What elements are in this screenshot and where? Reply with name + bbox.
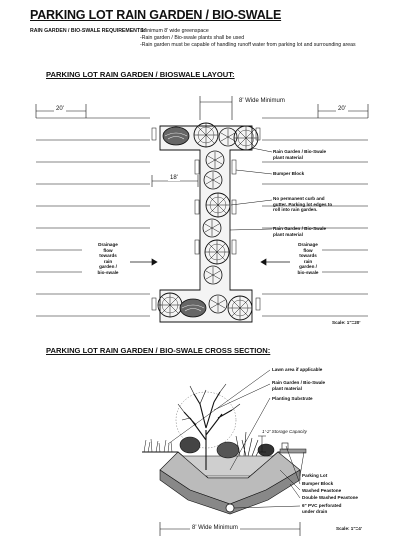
dim-bottom-label: 8' Wide Minimum bbox=[190, 525, 240, 531]
requirement-item: -Rain garden must be capable of handling… bbox=[140, 41, 356, 48]
callout-parking-lot: Parking Lot bbox=[302, 473, 328, 478]
dimension-8ft-top bbox=[199, 96, 233, 120]
callout-washed-peastone: Washed Peastone bbox=[302, 488, 342, 493]
callout-section-plant-material: Rain Garden / Bio-Swale plant material bbox=[272, 380, 326, 391]
callout-lawn: Lawn area if applicable bbox=[272, 367, 323, 372]
callout-plant-material-mid: Rain Garden / Bio-Swale plant material bbox=[273, 226, 327, 237]
section-leaders bbox=[167, 369, 305, 509]
drainage-arrow-right bbox=[260, 258, 290, 266]
callout-double-washed-peastone: Double Washed Peastone bbox=[302, 495, 358, 500]
lawn-grass bbox=[143, 438, 173, 453]
callout-underdrain: 6" PVC perforated under drain bbox=[302, 503, 342, 514]
layout-scale: Scale: 1"=20' bbox=[332, 320, 361, 325]
dim-stall-label: 18' bbox=[168, 175, 180, 181]
callout-storage-capacity: 1'-2' Storage Capacity bbox=[262, 429, 307, 434]
page-title: PARKING LOT RAIN GARDEN / BIO-SWALE bbox=[30, 8, 282, 22]
parking-lot-slab bbox=[279, 448, 307, 454]
drainage-note-right: Drainage flow towards rain garden / bio-… bbox=[297, 242, 319, 275]
callout-planting-substrate: Planting Substrate bbox=[272, 396, 313, 401]
requirements-list: -Minimum 8' wide greenspace -Rain garden… bbox=[140, 28, 356, 48]
callout-bumper-block: Bumper Block bbox=[273, 171, 305, 176]
storage-capacity-bracket bbox=[258, 435, 266, 453]
bioswale-outline bbox=[159, 125, 253, 323]
requirements-label: RAIN GARDEN / BIO-SWALE REQUIREMENTS: bbox=[30, 28, 146, 34]
drainage-note-left: Drainage flow towards rain garden / bio-… bbox=[97, 242, 119, 275]
section-heading: PARKING LOT RAIN GARDEN / BIO-SWALE CROS… bbox=[46, 346, 271, 355]
layout-heading: PARKING LOT RAIN GARDEN / BIOSWALE LAYOU… bbox=[46, 70, 235, 79]
parking-stalls-right bbox=[262, 117, 368, 317]
section-scale: Scale: 1"=4' bbox=[336, 526, 362, 531]
drainage-arrow-left bbox=[130, 258, 158, 266]
dimension-18ft bbox=[151, 175, 199, 187]
requirement-item: -Rain garden / Bio-swale plants shall be… bbox=[140, 34, 245, 41]
pvc-underdrain bbox=[225, 503, 235, 513]
layout-leaders bbox=[229, 147, 273, 231]
callout-bumper-block-section: Bumper Block bbox=[302, 481, 334, 486]
bumper-block-section bbox=[281, 442, 289, 450]
dim-left-label: 20' bbox=[54, 106, 66, 112]
dim-right-label: 20' bbox=[336, 106, 348, 112]
tree bbox=[175, 383, 241, 470]
dim-top-label: 8' Wide Minimum bbox=[237, 98, 287, 104]
callout-no-curb: No permanent curb and gutter. Parking lo… bbox=[273, 196, 333, 213]
parking-stalls-left bbox=[36, 117, 150, 317]
requirement-item: -Minimum 8' wide greenspace bbox=[140, 28, 209, 34]
callout-plant-material-top: Rain Garden / Bio-Swale plant material bbox=[273, 149, 327, 160]
